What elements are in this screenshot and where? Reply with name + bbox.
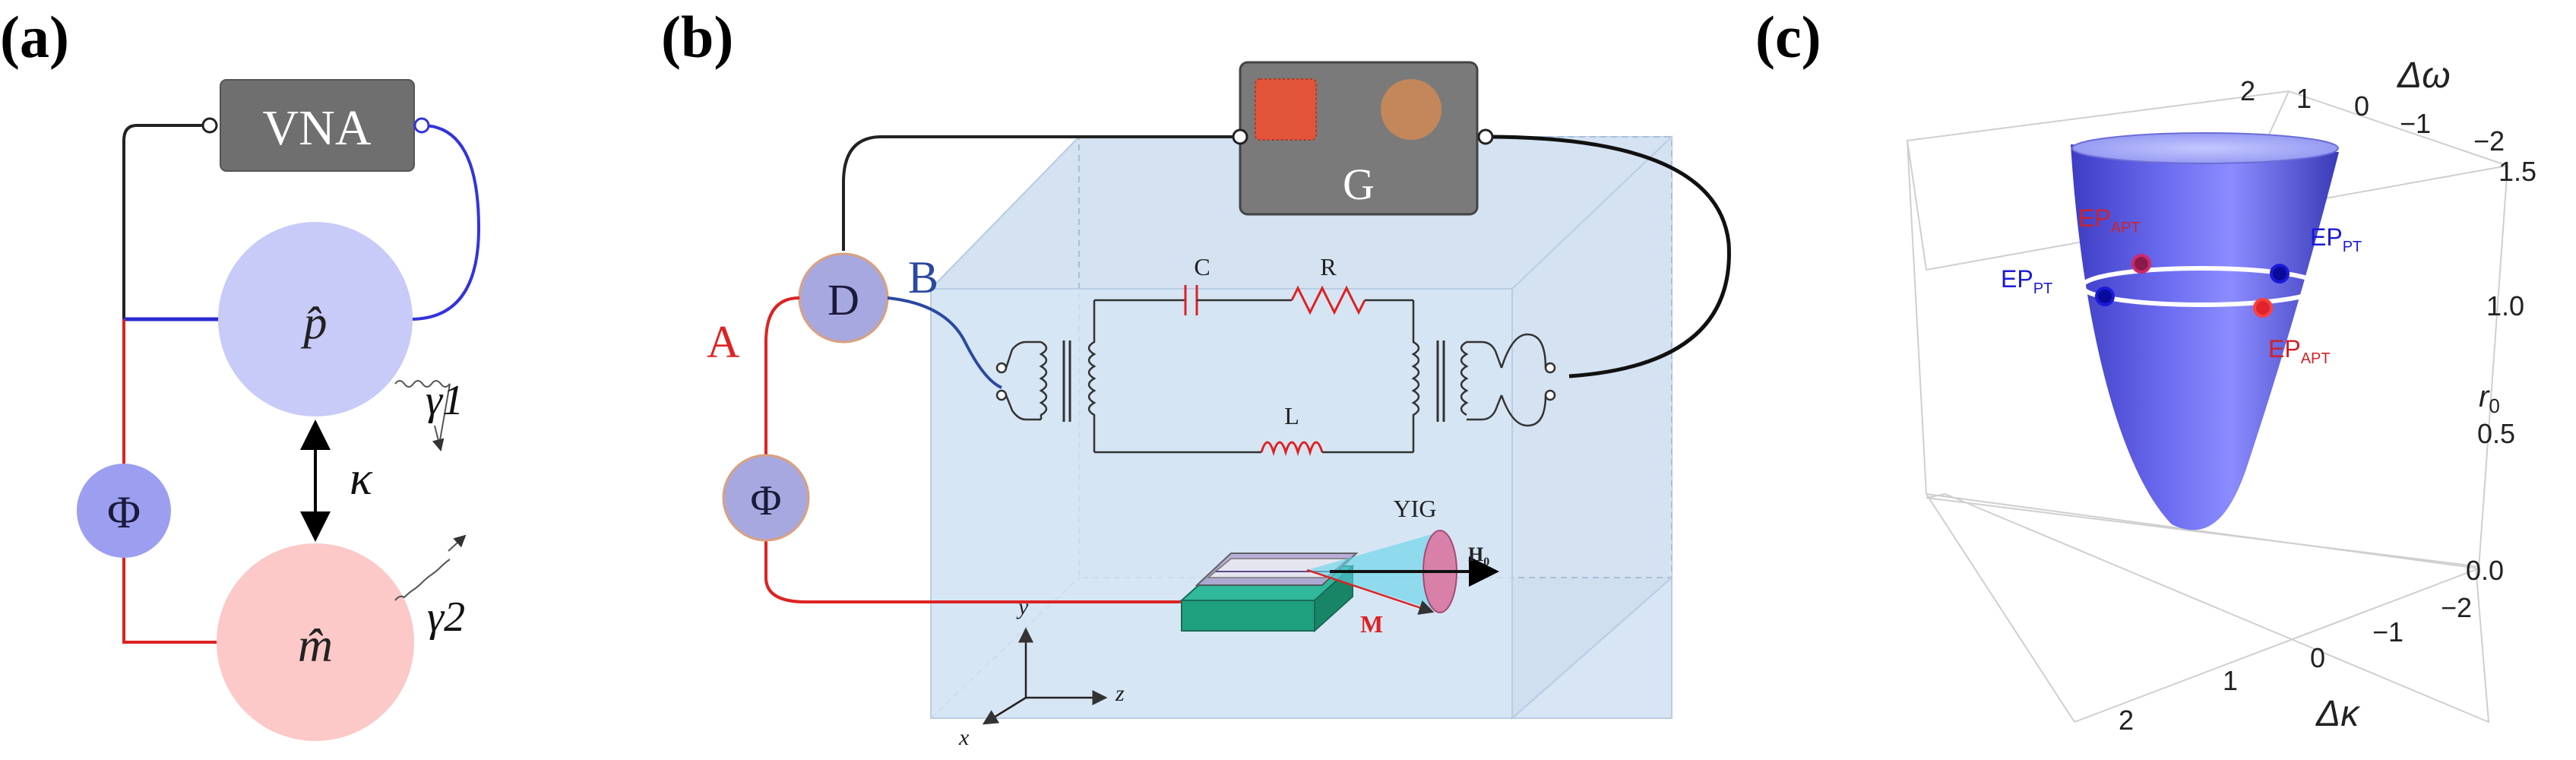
wire-g-to-d bbox=[842, 135, 1239, 251]
magnon-mode-label: m̂ bbox=[298, 618, 333, 672]
generator-port-right bbox=[1477, 128, 1494, 145]
dk-tick-3: −1 bbox=[2372, 616, 2404, 648]
box-bottom-right-edge bbox=[1511, 577, 1673, 719]
axis-dw-label: Δω bbox=[2397, 55, 2451, 96]
r0-tick-2: 0.5 bbox=[2477, 418, 2515, 449]
box-front-face-overlay bbox=[930, 288, 1513, 719]
wire-m-left bbox=[122, 319, 220, 644]
ep-pt-right-label: EPPT bbox=[2310, 223, 2362, 255]
ep-pt-right-marker bbox=[2270, 264, 2290, 283]
panel-c-label: (c) bbox=[1755, 4, 1821, 70]
decay-gamma2-label: γ2 bbox=[427, 594, 465, 641]
dw-tick-4: −2 bbox=[2473, 125, 2505, 157]
generator-label: G bbox=[1343, 160, 1375, 209]
dk-tick-2: 0 bbox=[2310, 642, 2325, 673]
photon-mode-circle bbox=[218, 222, 413, 416]
wire-vna-left bbox=[122, 124, 204, 319]
wire-vna-right bbox=[410, 124, 481, 321]
r0-tick-3: 0.0 bbox=[2466, 555, 2504, 586]
ep-ring bbox=[2080, 266, 2323, 307]
dw-tick-1: 1 bbox=[2296, 83, 2312, 114]
axis-r0-label: r0 bbox=[2479, 380, 2500, 417]
phase-shifter-b-circle bbox=[722, 454, 810, 542]
decay-gamma2-arrow bbox=[448, 534, 467, 552]
box-top-right-edge bbox=[1511, 136, 1673, 290]
magnetization-label: M bbox=[1360, 610, 1383, 638]
ep-apt-top-label: EPAPT bbox=[2078, 204, 2141, 236]
wire-g-to-right-transformer bbox=[1485, 135, 1731, 378]
decay-gamma2-wave bbox=[394, 559, 451, 601]
resistor-label: R bbox=[1320, 253, 1337, 280]
coupling-label: κ bbox=[350, 453, 373, 505]
magnetization-arrow bbox=[1306, 568, 1435, 615]
wire-b bbox=[887, 296, 1002, 389]
decay-gamma1-arrow bbox=[432, 425, 445, 451]
paraboloid-top bbox=[2071, 132, 2339, 164]
capacitor-label: C bbox=[1194, 253, 1210, 280]
ep-apt-top-marker bbox=[2131, 254, 2151, 274]
box-top-left-edge bbox=[930, 136, 1080, 290]
coordinate-axes bbox=[982, 627, 1108, 725]
wire-a-top bbox=[764, 296, 800, 456]
ep-apt-bottom-marker bbox=[2253, 298, 2273, 318]
splitter-label: D bbox=[828, 275, 859, 325]
panel-b-label: (b) bbox=[661, 4, 733, 70]
dk-tick-0: 2 bbox=[2119, 705, 2134, 736]
phase-shifter-circle bbox=[77, 464, 171, 558]
r0-tick-0: 1.5 bbox=[2498, 156, 2536, 187]
ep-apt-bottom-label: EPAPT bbox=[2268, 335, 2331, 367]
decay-gamma1-label: γ1 bbox=[426, 377, 464, 424]
axis-z-label: z bbox=[1115, 681, 1125, 706]
photon-mode-label: p̂ bbox=[301, 297, 328, 349]
generator-display-square bbox=[1255, 78, 1317, 141]
arm-b-label: B bbox=[908, 252, 938, 302]
paraboloid-surface bbox=[2071, 144, 2339, 530]
dk-tick-1: 1 bbox=[2223, 665, 2238, 696]
arm-a-label: A bbox=[707, 317, 739, 367]
panel-a-label: (a) bbox=[0, 4, 69, 70]
dw-tick-2: 0 bbox=[2354, 90, 2369, 122]
lcr-circuit bbox=[995, 285, 1556, 457]
panel-b: (b) G D B A Φ bbox=[661, 4, 1731, 750]
panel-c: (c) EPAPT EPPT EPPT EPAPT Δω 2 1 0 bbox=[1755, 4, 2536, 736]
decay-gamma1-wave bbox=[394, 380, 451, 445]
inductor-label: L bbox=[1284, 402, 1299, 429]
axis-y-label: y bbox=[1016, 594, 1029, 619]
bias-field-label: H0 bbox=[1468, 543, 1489, 568]
phase-shifter-b-label: Φ bbox=[751, 477, 782, 524]
axis-dk-label: Δκ bbox=[2315, 694, 2361, 734]
generator-port-left bbox=[1232, 128, 1248, 145]
generator-display-circle bbox=[1381, 79, 1441, 140]
yig-label: YIG bbox=[1394, 495, 1437, 522]
dw-tick-0: 2 bbox=[2240, 75, 2255, 106]
r0-tick-1: 1.0 bbox=[2486, 290, 2524, 321]
ep-pt-left-marker bbox=[2095, 287, 2115, 306]
magnon-mode-circle bbox=[217, 543, 414, 741]
vna-port-right bbox=[413, 117, 430, 134]
panel-a: (a) VNA p̂ m̂ Φ κ γ1 γ2 bbox=[0, 4, 481, 741]
dk-tick-4: −2 bbox=[2441, 592, 2472, 623]
vna-label: VNA bbox=[263, 100, 372, 156]
phase-shifter-label: Φ bbox=[107, 487, 141, 537]
axis-x-label: x bbox=[958, 725, 970, 750]
ep-pt-left-label: EPPT bbox=[2001, 265, 2052, 297]
vna-port-left bbox=[201, 117, 218, 134]
dw-tick-3: −1 bbox=[2400, 108, 2431, 139]
